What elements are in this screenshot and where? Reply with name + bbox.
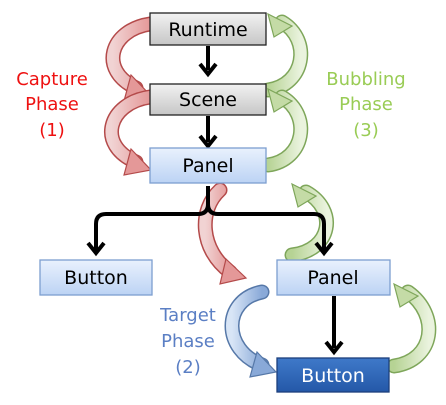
bubbling-phase-label: Bubbling Phase (3) [326,69,405,141]
capture-phase-label: Capture Phase (1) [16,69,88,141]
node-button-target: Button [276,357,390,393]
target-phase-label: Target Phase (2) [159,305,216,378]
arrow-panel-to-button [324,296,344,356]
bubbling-phase-line3: (3) [353,120,379,141]
node-runtime-label: Runtime [168,19,247,41]
capture-arrow-2 [104,89,158,176]
bubbling-arrow-1 [260,12,309,98]
bubbling-phase-line1: Bubbling [326,69,405,90]
node-button-left-label: Button [64,267,128,289]
capture-phase-line3: (1) [39,120,65,141]
node-runtime: Runtime [149,12,267,46]
node-panel-right-label: Panel [307,267,358,289]
capture-arrow-1 [105,16,158,102]
capture-phase-line1: Capture [16,69,88,90]
capture-arrow-3 [197,182,248,285]
node-button-left: Button [39,259,153,296]
arrow-panel-branches [86,186,334,257]
arrow-scene-to-panel [198,116,218,150]
node-panel-top: Panel [149,147,267,184]
node-panel-top-label: Panel [182,155,233,177]
bubbling-phase-line2: Phase [339,94,393,115]
target-arrow [224,284,278,378]
target-phase-line3: (2) [175,357,201,378]
target-phase-line2: Phase [161,331,215,352]
bubbling-arrow-2 [260,87,309,173]
node-scene: Scene [149,83,267,116]
capture-phase-line2: Phase [25,94,79,115]
bubbling-arrow-4 [386,282,437,374]
node-scene-label: Scene [179,89,237,111]
node-button-target-label: Button [301,365,365,387]
node-panel-right: Panel [276,259,391,296]
arrow-runtime-to-scene [198,46,218,78]
target-phase-line1: Target [159,305,216,326]
